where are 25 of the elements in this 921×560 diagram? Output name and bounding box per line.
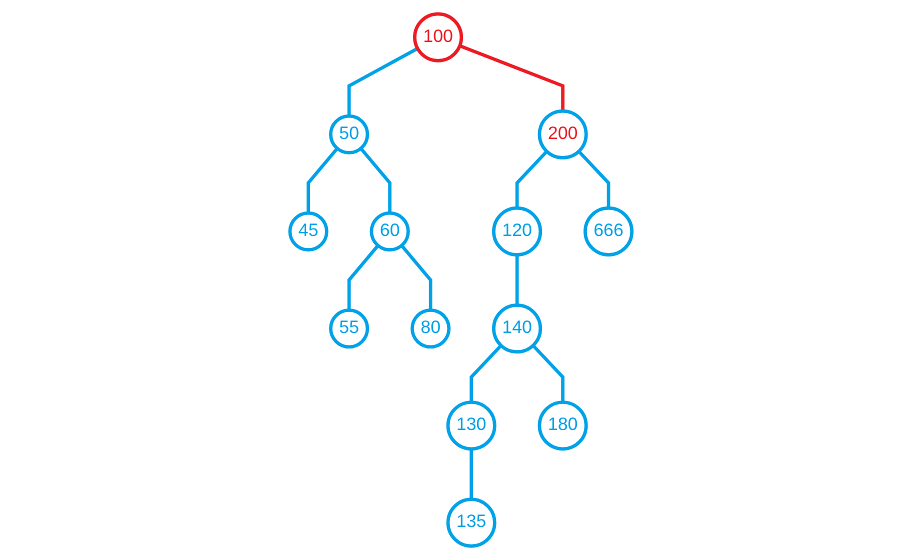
node-circle: 120: [492, 206, 542, 256]
connector: [531, 344, 564, 402]
connector: [306, 147, 338, 214]
connector: [514, 254, 518, 306]
node-circle: 55: [328, 308, 369, 349]
node-circle: 140: [492, 304, 542, 354]
node-circle: 50: [328, 114, 369, 154]
connector: [346, 47, 418, 116]
node-circle: 60: [369, 211, 410, 252]
connector: [514, 150, 548, 208]
connector: [577, 150, 610, 208]
node-circle: 100: [412, 12, 463, 62]
connector: [458, 44, 564, 112]
node-circle: 80: [410, 308, 450, 349]
node-circle: 200: [537, 109, 588, 160]
connector: [346, 244, 379, 310]
connector: [469, 344, 502, 402]
node-circle: 180: [537, 400, 588, 451]
node-circle: 130: [446, 400, 496, 451]
connector: [400, 244, 432, 310]
node-circle: 135: [446, 498, 496, 548]
node-circle: 666: [583, 206, 634, 256]
node-circle: 45: [288, 211, 328, 252]
connector: [469, 448, 473, 500]
connector: [359, 147, 392, 214]
